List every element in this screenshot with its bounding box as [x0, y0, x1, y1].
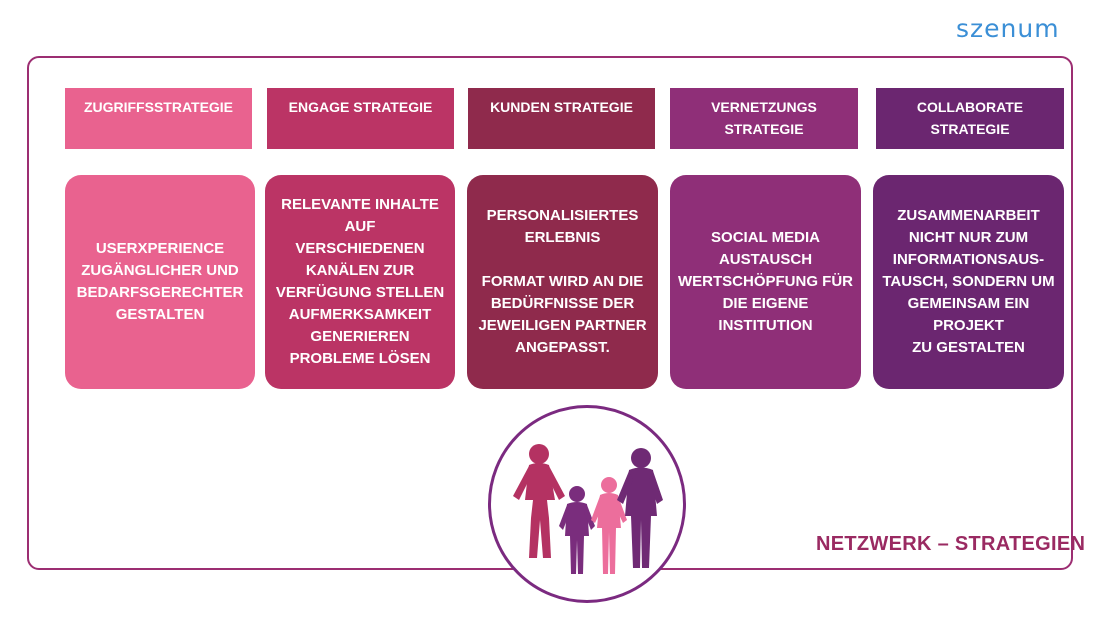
- people-group-icon: [513, 444, 663, 574]
- header-engage-strategie: ENGAGE STRATEGIE: [267, 88, 454, 149]
- card-engage-strategie: RELEVANTE INHALTE AUF VERSCHIEDENEN KANÄ…: [265, 175, 455, 389]
- people-circle: [488, 405, 686, 603]
- header-zugriffsstrategie: ZUGRIFFSSTRATEGIE: [65, 88, 252, 149]
- szenum-logo: szenum: [956, 14, 1060, 43]
- person-man-right-icon: [617, 448, 663, 568]
- card-vernetzungs-strategie: SOCIAL MEDIA AUSTAUSCH WERTSCHÖPFUNG FÜR…: [670, 175, 861, 389]
- card-kunden-strategie: PERSONALISIERTES ERLEBNIS FORMAT WIRD AN…: [467, 175, 658, 389]
- person-boy-icon: [559, 486, 595, 574]
- header-vernetzungs-strategie: VERNETZUNGS STRATEGIE: [670, 88, 858, 149]
- card-collaborate-strategie: ZUSAMMENARBEIT NICHT NUR ZUM INFORMATION…: [873, 175, 1064, 389]
- person-girl-icon: [591, 477, 627, 574]
- netzwerk-strategien-title: NETZWERK – STRATEGIEN: [816, 533, 1086, 555]
- header-kunden-strategie: KUNDEN STRATEGIE: [468, 88, 655, 149]
- card-zugriffsstrategie: USERXPERIENCE ZUGÄNGLICHER UND BEDARFSGE…: [65, 175, 255, 389]
- header-collaborate-strategie: COLLABORATE STRATEGIE: [876, 88, 1064, 149]
- person-woman-left-icon: [513, 444, 565, 558]
